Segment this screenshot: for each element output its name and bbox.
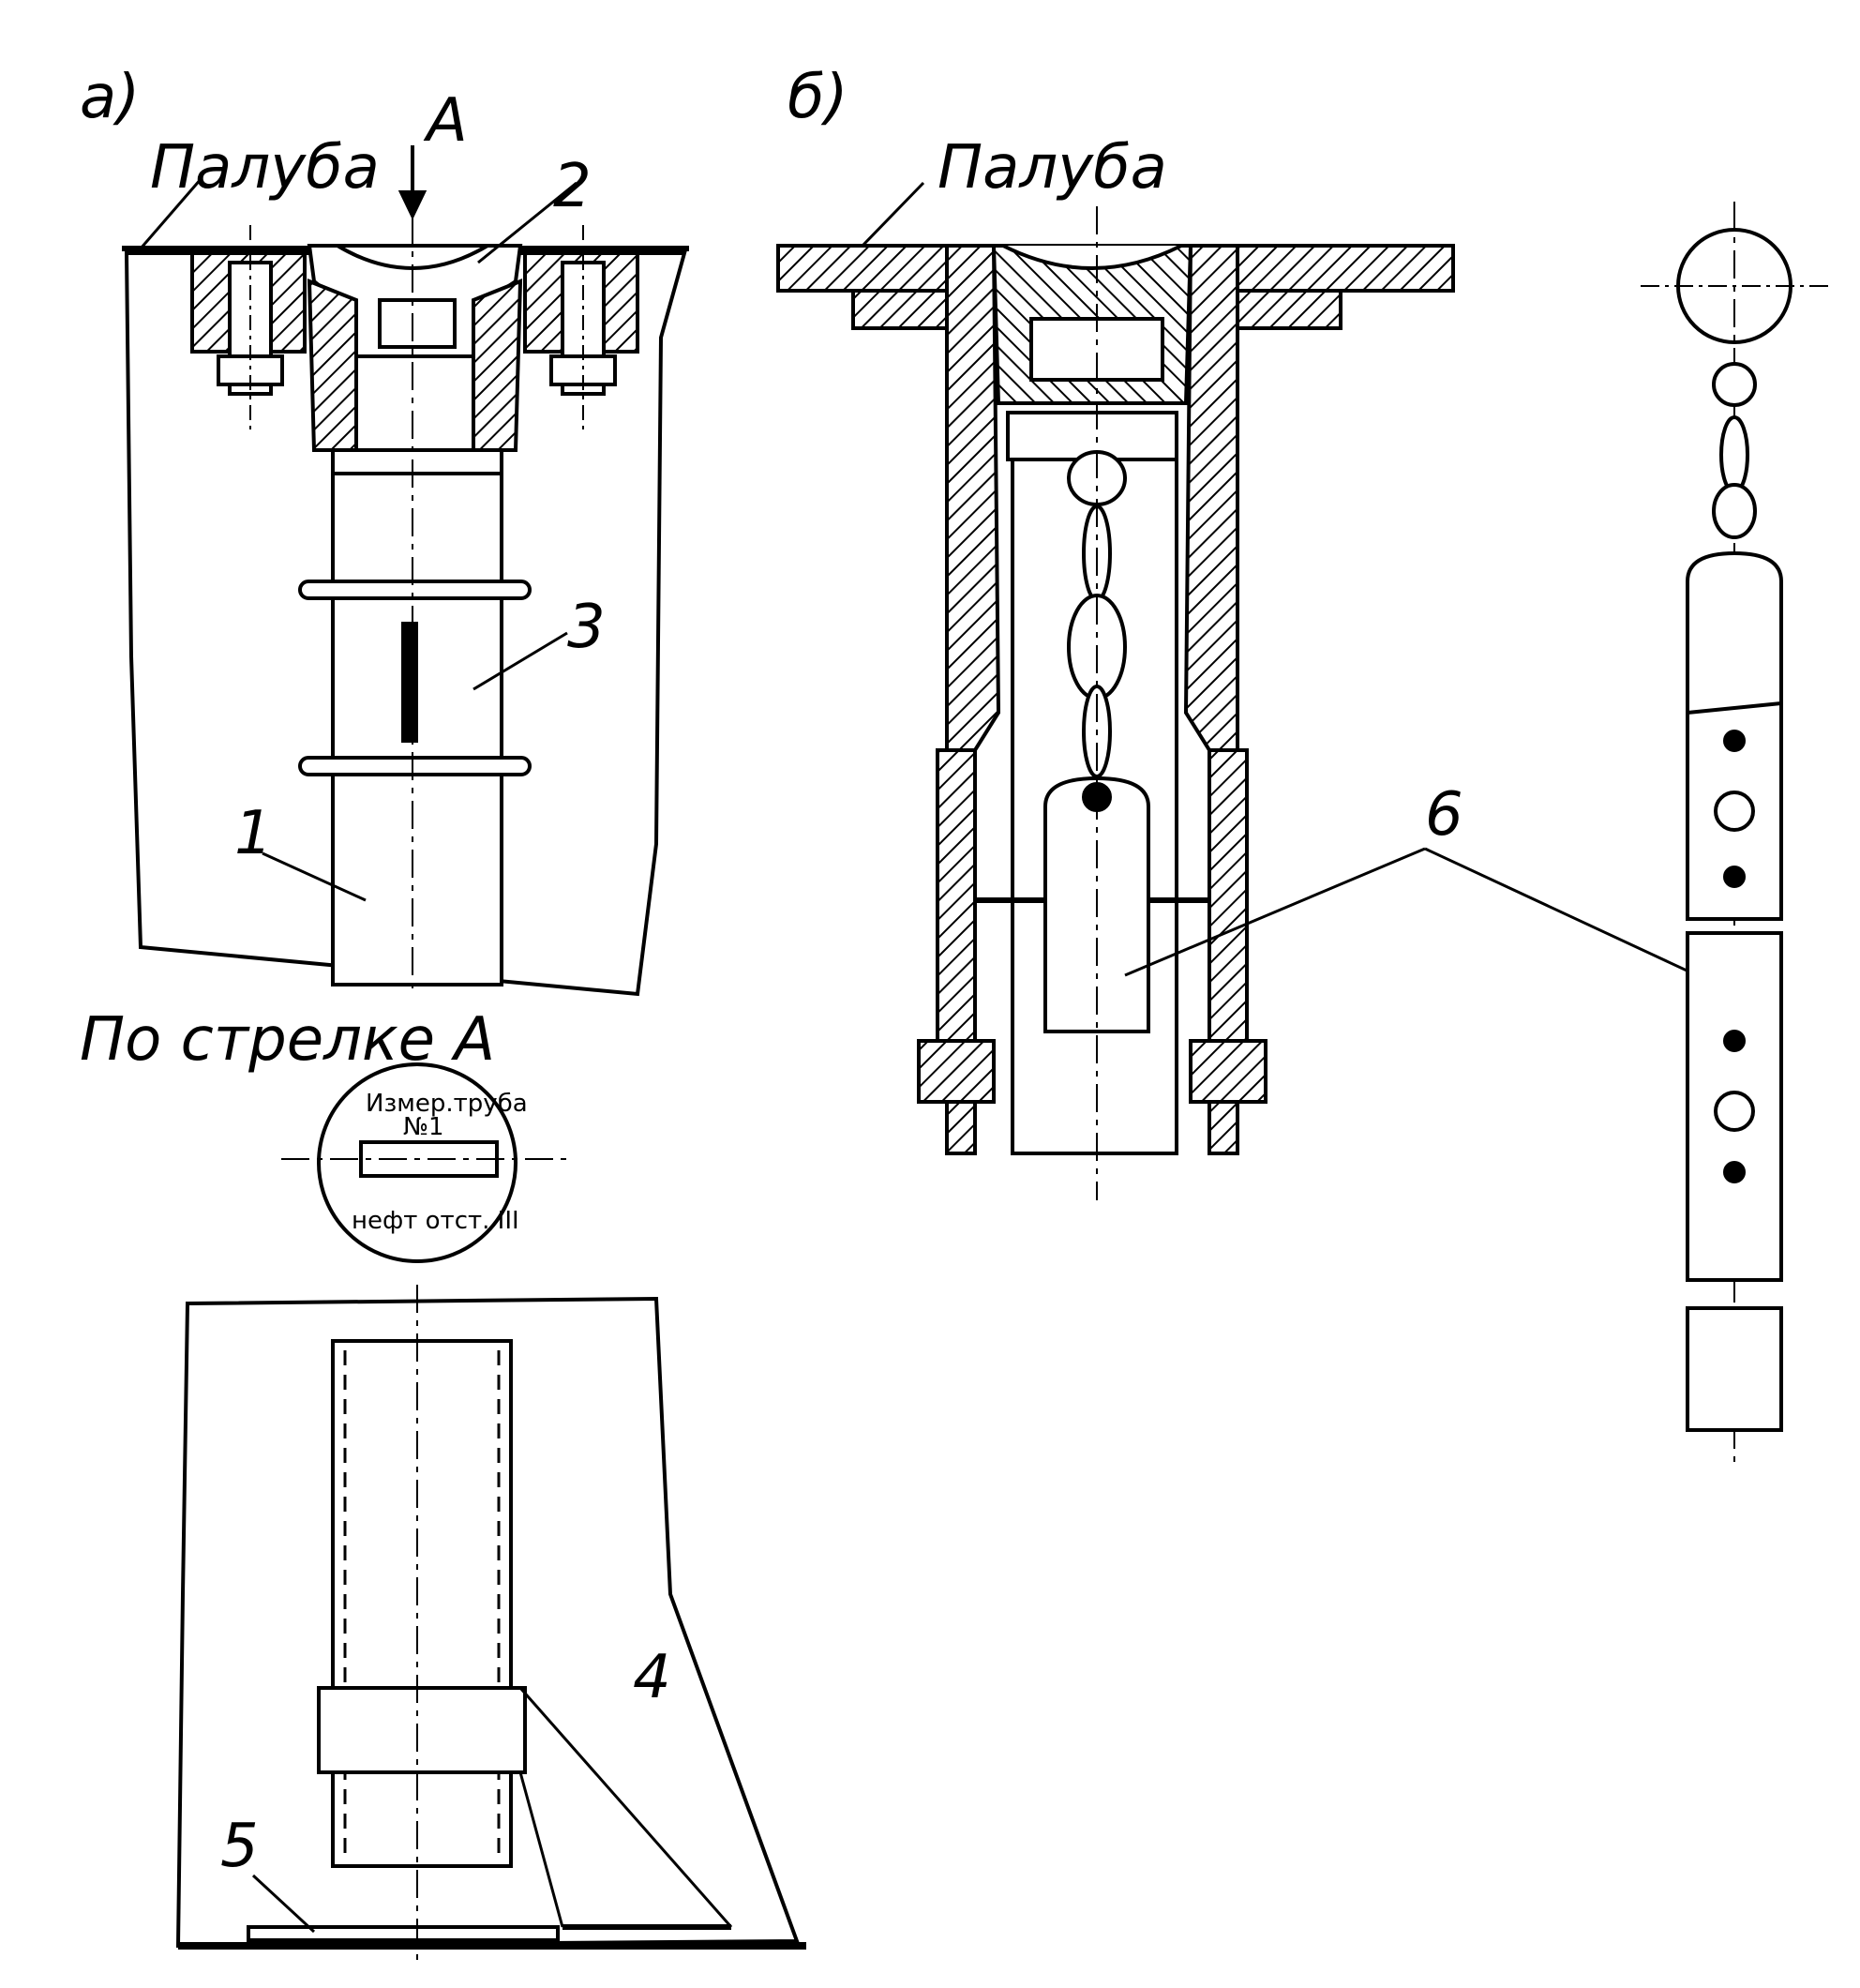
deck-label-b: Палуба xyxy=(938,133,1167,203)
callout-2: 2 xyxy=(553,152,592,221)
callout-6: 6 xyxy=(1425,780,1463,850)
sounding-rod xyxy=(1641,202,1828,1463)
stamp-bottom-text: нефт отст. III xyxy=(352,1207,519,1235)
panel-b-label: б) xyxy=(788,63,848,132)
sounding-pipe-lower xyxy=(331,1339,513,1868)
pipe-slot xyxy=(401,622,418,743)
bolt-right xyxy=(549,225,617,431)
stamp-plate xyxy=(281,1062,572,1263)
callout-1: 1 xyxy=(234,799,273,868)
bolt-left xyxy=(217,225,284,431)
panel-a-label: а) xyxy=(80,63,140,132)
callout-5: 5 xyxy=(220,1812,259,1881)
callout-4: 4 xyxy=(633,1643,671,1712)
stamp-top-text: Измер.труба xyxy=(366,1090,528,1118)
stamp-number: №1 xyxy=(403,1113,444,1141)
callout-3: 3 xyxy=(567,593,606,662)
pipe-band-bottom xyxy=(298,756,532,776)
socket xyxy=(307,279,358,452)
panel-a-top xyxy=(122,145,689,997)
deck-label-a: Палуба xyxy=(150,133,380,203)
arrow-label-a: А xyxy=(423,86,468,156)
striker-plate xyxy=(247,1925,560,1942)
pipe-band-top xyxy=(298,580,532,600)
pipe-sleeve xyxy=(317,1686,527,1774)
panel-b xyxy=(776,181,1698,1200)
panel-a-bottom xyxy=(175,1285,806,1960)
